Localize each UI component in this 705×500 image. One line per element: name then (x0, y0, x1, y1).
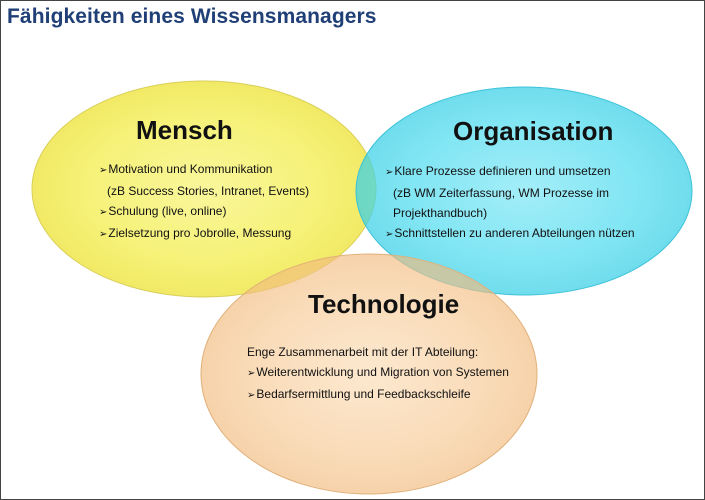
arrow-bullet-icon: ➢ (99, 165, 108, 176)
technologie-list: Enge Zusammenarbeit mit der IT Abteilung… (247, 342, 509, 406)
organisation-ellipse (355, 86, 693, 296)
list-item: ➢Schnittstellen zu anderen Abteilungen n… (385, 226, 635, 240)
mensch-list: ➢Motivation und Kommunikation (zB Succes… (99, 159, 309, 245)
list-item: ➢Schulung (live, online) (99, 204, 227, 218)
organisation-title: Organisation (453, 116, 614, 146)
slide-title: Fähigkeiten eines Wissensmanagers (7, 5, 377, 28)
list-item: Enge Zusammenarbeit mit der IT Abteilung… (247, 345, 479, 359)
arrow-bullet-icon: ➢ (99, 207, 108, 218)
list-item: ➢Zielsetzung pro Jobrolle, Messung (99, 226, 292, 240)
technologie-title: Technologie (308, 289, 460, 319)
list-item: ➢Motivation und Kommunikation (99, 162, 273, 176)
arrow-bullet-icon: ➢ (247, 390, 256, 401)
mensch-title: Mensch (136, 115, 233, 145)
list-item: ➢Klare Prozesse definieren und umsetzen (385, 164, 611, 178)
arrow-bullet-icon: ➢ (99, 229, 108, 240)
list-item: Projekthandbuch) (393, 206, 488, 220)
arrow-bullet-icon: ➢ (385, 229, 394, 240)
list-item: ➢Weiterentwicklung und Migration von Sys… (247, 365, 509, 379)
organisation-list: ➢Klare Prozesse definieren und umsetzen … (385, 161, 635, 245)
list-item: (zB Success Stories, Intranet, Events) (107, 184, 310, 198)
list-item: ➢Bedarfsermittlung und Feedbackschleife (247, 387, 471, 401)
list-item: (zB WM Zeiterfassung, WM Prozesse im (393, 186, 610, 200)
arrow-bullet-icon: ➢ (385, 167, 394, 178)
technologie-ellipse (200, 253, 538, 495)
arrow-bullet-icon: ➢ (247, 368, 256, 379)
